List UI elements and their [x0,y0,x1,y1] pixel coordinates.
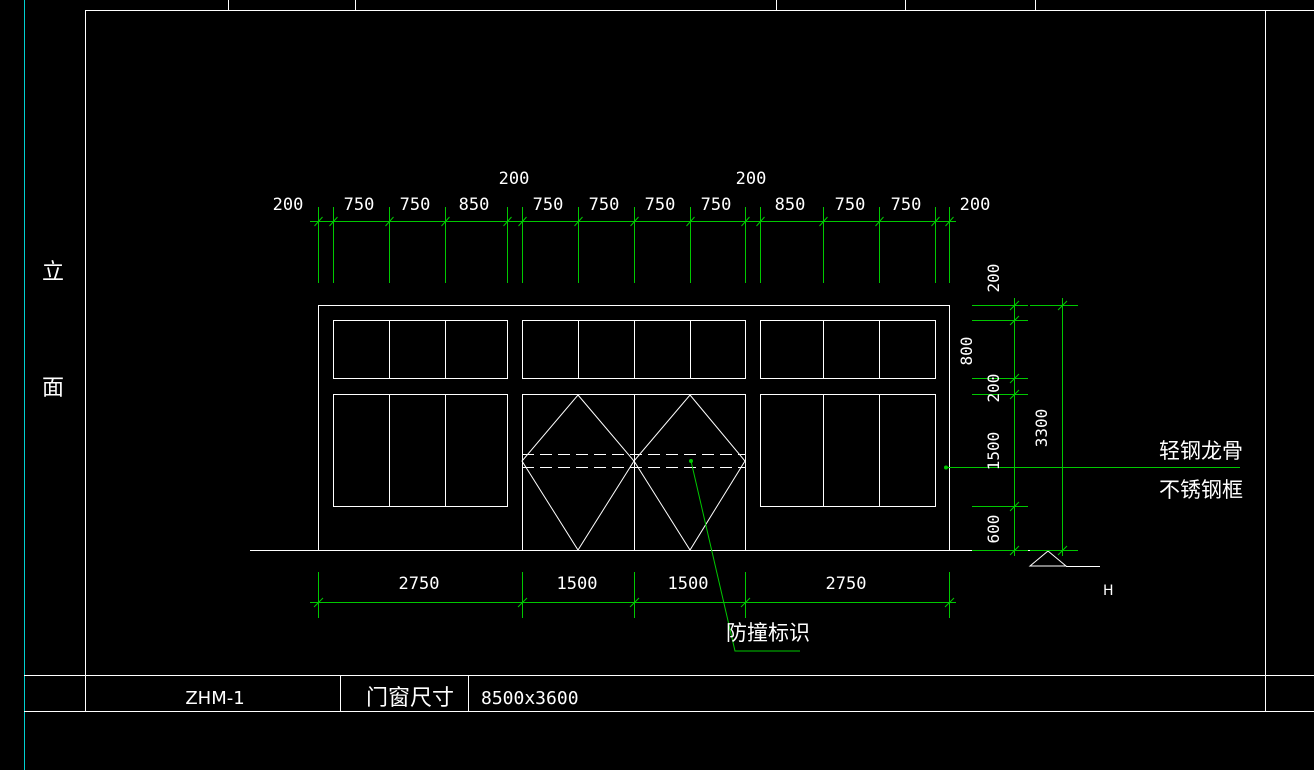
dimension-tick [875,216,884,227]
dimension-tick [686,216,695,227]
door-size-label: 门窗尺寸 [366,686,454,711]
dimension-tick [756,216,765,227]
top-dim-label: 750 [533,195,564,215]
top-dim-label: 750 [701,195,732,215]
level-mark-label: H [1103,583,1114,599]
top-dim-label: 200 [273,195,304,215]
collision-mark-annotation: 防撞标识 [726,621,810,645]
top-dim-label: 750 [645,195,676,215]
door-size-value: 8500x3600 [481,688,579,709]
top-dim-label: 750 [891,195,922,215]
right-dim-label: 200 [984,264,1003,293]
top-dim-label: 750 [589,195,620,215]
dimension-tick [630,216,639,227]
dimension-tick [503,216,512,227]
right-dim-label: 800 [957,337,976,366]
door-code: ZHM-1 [185,688,244,709]
dimension-tick [314,216,323,227]
frame-annotation-line-2: 不锈钢框 [1159,478,1243,502]
top-dim-label: 200 [960,195,991,215]
dimension-tick [574,216,583,227]
top-dim-label: 850 [775,195,806,215]
top-mullion-label: 200 [499,169,530,189]
dimension-tick [329,216,338,227]
right-dim-label: 1500 [984,432,1003,471]
top-dim-label: 850 [459,195,490,215]
top-mullion-label: 200 [736,169,767,189]
right-dim-label: 200 [984,374,1003,403]
collision-leader-dot [689,459,693,463]
dimension-lines [310,207,1240,652]
bottom-dim-label: 2750 [399,574,440,594]
drawing-frame [24,0,1314,770]
dimension-tick [931,216,940,227]
top-dim-label: 750 [344,195,375,215]
right-dim-label: 600 [984,515,1003,544]
dimension-tick [819,216,828,227]
right-total-label: 3300 [1032,409,1051,448]
frame-leader-dot [944,465,948,470]
dimension-tick [518,216,527,227]
frame-annotation-line-1: 轻钢龙骨 [1159,439,1243,463]
bottom-dim-label: 2750 [826,574,867,594]
side-label-char-1: 立 [42,260,64,285]
bottom-dim-label: 1500 [668,574,709,594]
door-elevation [250,305,1100,567]
bottom-dim-label: 1500 [557,574,598,594]
dimension-tick [741,216,750,227]
dimension-tick [945,216,954,227]
top-dim-label: 750 [400,195,431,215]
dimension-tick [441,216,450,227]
top-dim-label: 750 [835,195,866,215]
dimension-tick [385,216,394,227]
side-label-char-2: 面 [42,376,64,401]
